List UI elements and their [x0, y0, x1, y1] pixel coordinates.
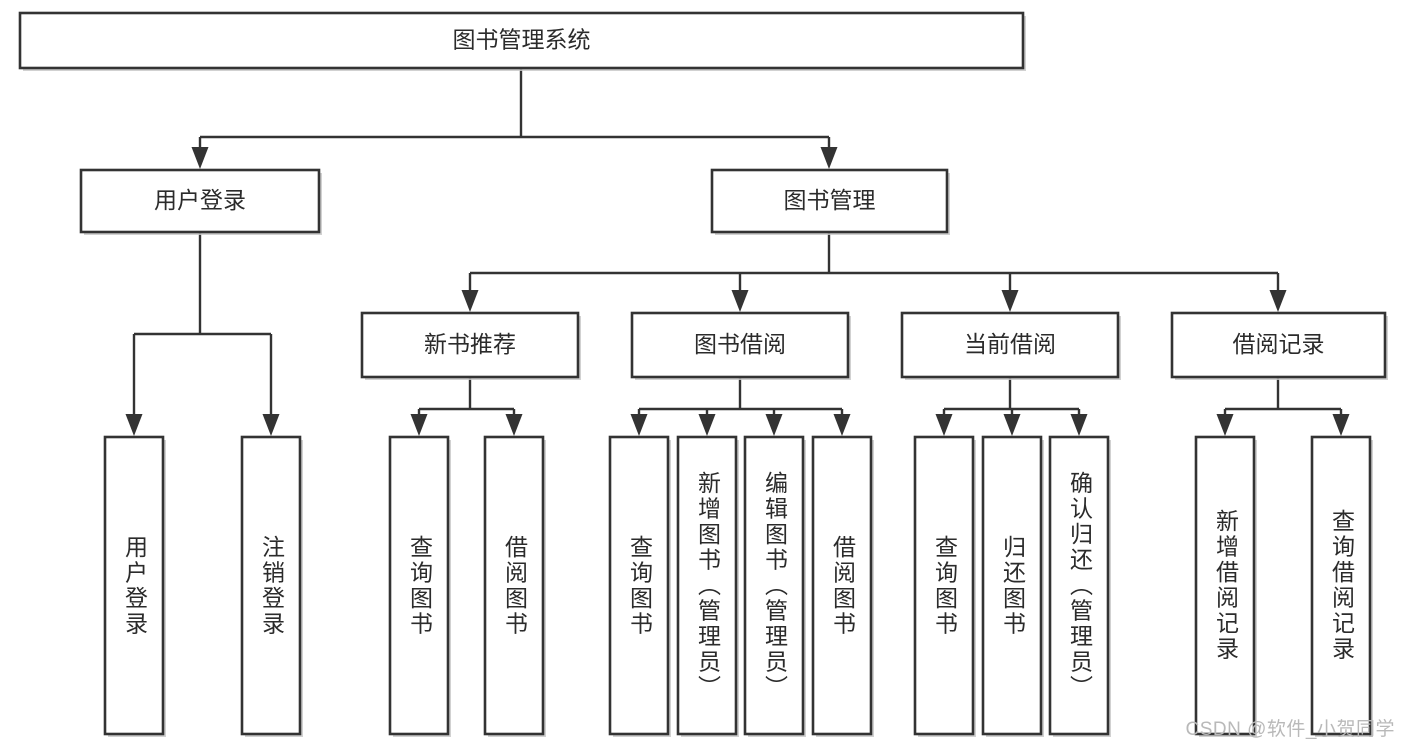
node-label: 当前借阅	[964, 331, 1056, 357]
node-borrow-record[interactable]: 借阅记录	[1170, 311, 1388, 380]
node-leaf-add-book[interactable]	[676, 435, 739, 737]
node-root-title[interactable]: 图书管理系统	[18, 11, 1026, 71]
node-book-manage[interactable]: 图书管理	[710, 168, 950, 235]
connector-new-book-rec-to-leaves	[410, 377, 523, 436]
node-leaf-logout[interactable]	[240, 435, 303, 737]
connector-user-login-to-leaves	[125, 232, 280, 436]
node-leaf-query-book-1[interactable]	[388, 435, 451, 737]
node-leaf-user-login[interactable]	[103, 435, 166, 737]
node-user-login[interactable]: 用户登录	[79, 168, 322, 235]
node-leaf-query-book-2[interactable]	[608, 435, 671, 737]
node-leaf-edit-book[interactable]	[743, 435, 806, 737]
node-label: 图书管理系统	[453, 27, 591, 53]
connector-borrow-record-to-leaves	[1216, 377, 1350, 436]
node-label: 新书推荐	[424, 331, 516, 357]
connector-book-manage-to-level3	[461, 232, 1287, 312]
connector-layer	[125, 68, 1350, 436]
node-label: 借阅记录	[1233, 331, 1325, 357]
node-leaf-borrow-book-1[interactable]	[483, 435, 546, 737]
connector-current-borrow-to-leaves	[935, 377, 1088, 436]
node-label: 图书借阅	[694, 331, 786, 357]
connector-root-to-level2	[191, 68, 838, 169]
watermark-label: CSDN @软件_小贺同学	[1185, 719, 1395, 740]
node-leaf-confirm-return[interactable]	[1048, 435, 1111, 737]
node-new-book-rec[interactable]: 新书推荐	[360, 311, 581, 380]
node-leaf-query-book-3[interactable]	[913, 435, 976, 737]
node-label: 图书管理	[784, 187, 876, 213]
node-leaf-add-record[interactable]	[1194, 435, 1257, 737]
node-leaf-borrow-book-2[interactable]	[811, 435, 874, 737]
connector-book-borrow-to-leaves	[630, 377, 851, 436]
node-leaf-query-record[interactable]	[1310, 435, 1373, 737]
node-label: 用户登录	[154, 187, 246, 213]
node-book-borrow[interactable]: 图书借阅	[630, 311, 851, 380]
node-leaf-return-book[interactable]	[981, 435, 1044, 737]
node-current-borrow[interactable]: 当前借阅	[900, 311, 1121, 380]
